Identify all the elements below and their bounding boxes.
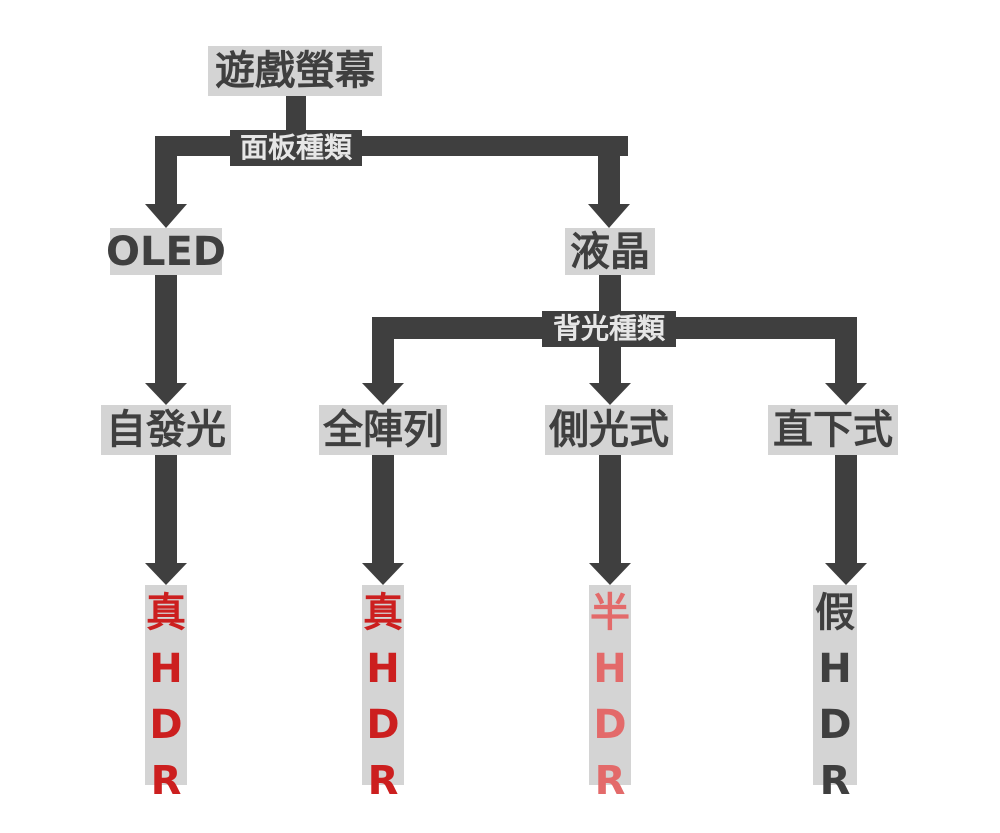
result-full-true-hdr: 真 H D R	[362, 585, 404, 804]
result-edge-half-hdr: 半 H D R	[589, 585, 631, 804]
result-char: 真	[363, 590, 403, 636]
result-char: R	[150, 758, 182, 804]
arrow-to-direct-lit	[825, 383, 867, 405]
arrow-to-result-oled	[145, 563, 187, 585]
arrow-to-edge-lit	[589, 383, 631, 405]
arrow-to-result-direct	[825, 563, 867, 585]
edge-label-backlight-type: 背光種類	[542, 311, 676, 347]
result-char: 半	[590, 590, 630, 636]
node-lcd: 液晶	[565, 228, 655, 275]
arrow-to-lcd	[588, 204, 630, 228]
connector-self-to-result	[155, 455, 177, 565]
arrow-to-self-emissive	[145, 383, 187, 405]
result-char: D	[149, 702, 183, 748]
connector-direct-to-result	[835, 455, 857, 565]
result-char: D	[593, 702, 627, 748]
root-node: 遊戲螢幕	[208, 46, 382, 96]
result-char: H	[593, 646, 627, 692]
result-char: H	[366, 646, 400, 692]
result-char: R	[819, 758, 851, 804]
result-char: 假	[815, 590, 855, 636]
node-edge-lit: 側光式	[545, 405, 673, 455]
node-oled: OLED	[105, 228, 227, 275]
result-direct-fake-hdr: 假 H D R	[813, 585, 857, 804]
result-char: H	[149, 646, 183, 692]
connector-lcd-drop	[598, 136, 620, 206]
result-char: R	[367, 758, 399, 804]
result-char: H	[818, 646, 852, 692]
connector-full-to-result	[372, 455, 394, 565]
result-oled-true-hdr: 真 H D R	[145, 585, 187, 804]
node-self-emissive: 自發光	[101, 405, 231, 455]
edge-label-panel-type: 面板種類	[230, 130, 362, 166]
node-direct-lit: 直下式	[768, 405, 898, 455]
arrow-to-result-edge	[589, 563, 631, 585]
connector-oled-down	[155, 275, 177, 385]
result-char: R	[594, 758, 626, 804]
arrow-to-oled	[145, 204, 187, 228]
result-char: D	[818, 702, 852, 748]
connector-edge-to-result	[599, 455, 621, 565]
result-char: D	[366, 702, 400, 748]
connector-oled-drop	[155, 136, 177, 206]
connector-panel-bar	[155, 136, 628, 156]
connector-full-drop	[372, 317, 394, 385]
connector-direct-drop	[835, 317, 857, 385]
node-full-array: 全陣列	[319, 405, 447, 455]
result-char: 真	[146, 590, 186, 636]
arrow-to-full-array	[362, 383, 404, 405]
arrow-to-result-full	[362, 563, 404, 585]
